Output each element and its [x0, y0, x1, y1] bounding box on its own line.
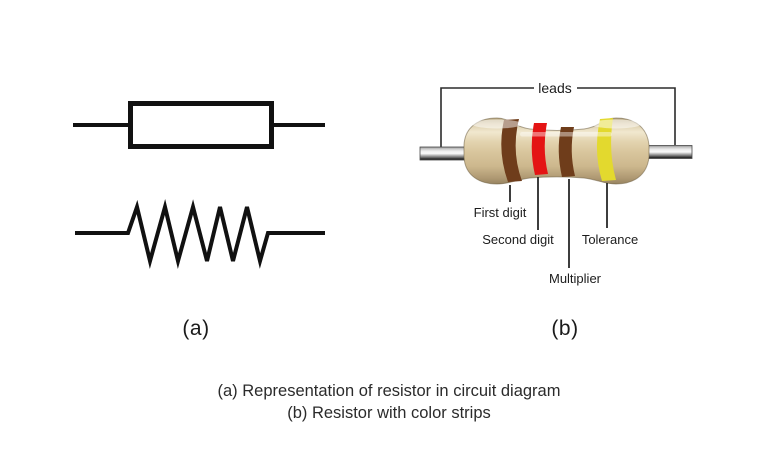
leads-bracket-right-line	[577, 87, 676, 145]
first-digit-label: First digit	[474, 205, 527, 220]
second-digit-label: Second digit	[482, 232, 554, 247]
band-tolerance	[596, 118, 616, 181]
band-first-digit	[501, 119, 522, 182]
zigzag-resistor-symbol	[75, 199, 325, 269]
figure-caption: (a) Representation of resistor in circui…	[5, 381, 768, 424]
resistor-symbols-figure	[73, 101, 325, 269]
right-lead	[645, 145, 693, 159]
panel-b-label: (b)	[551, 317, 579, 340]
resistor-illustration: leads First digit Second digit Tolerance…	[419, 80, 693, 286]
box-symbol-rectangle	[128, 101, 274, 149]
band-multiplier	[558, 127, 575, 177]
leads-bracket: leads	[440, 80, 676, 148]
leads-label: leads	[538, 80, 571, 96]
left-lead	[419, 146, 471, 161]
body-highlight	[472, 119, 641, 137]
leads-bracket-left-line	[440, 87, 534, 148]
zigzag-symbol-polyline	[75, 199, 325, 269]
caption-line-b: (b) Resistor with color strips	[287, 403, 491, 422]
panel-a-label: (a)	[182, 317, 210, 340]
caption-line-a: (a) Representation of resistor in circui…	[217, 382, 561, 400]
multiplier-label: Multiplier	[549, 271, 602, 286]
box-resistor-symbol	[73, 101, 325, 149]
band-second-digit	[531, 123, 548, 175]
tolerance-label: Tolerance	[582, 232, 638, 247]
